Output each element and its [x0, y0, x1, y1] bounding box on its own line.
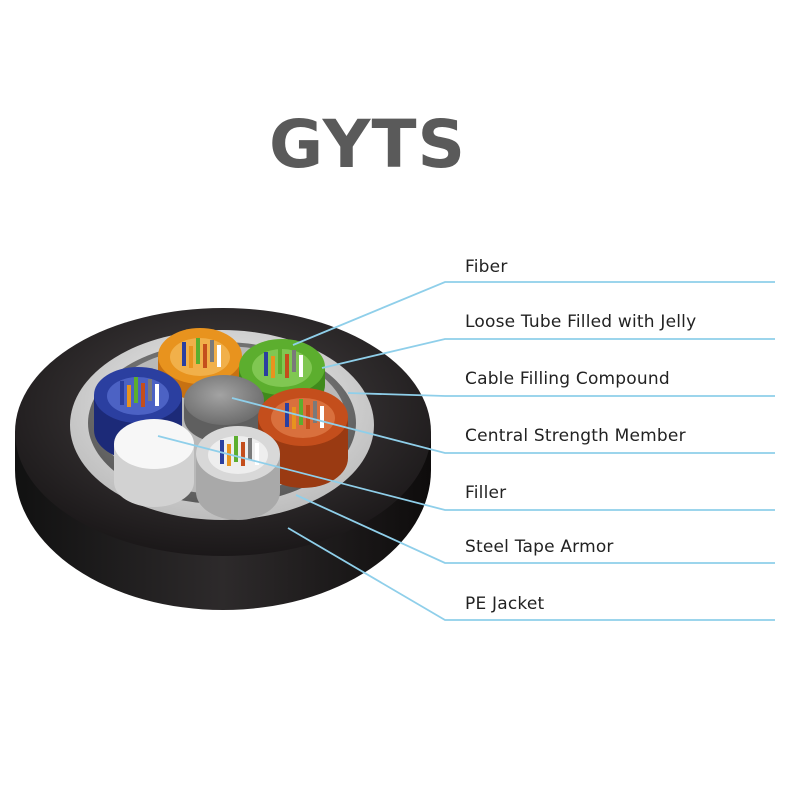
- leader-line-cable-filling-compound: [347, 392, 775, 397]
- label-central-strength-member: Central Strength Member: [465, 426, 686, 446]
- filler: [114, 419, 194, 507]
- fiber-bundle: [120, 377, 159, 407]
- leader-line-steel-tape-armor: [295, 494, 775, 564]
- loose-tube-green: [239, 339, 325, 413]
- loose-tube-white: [196, 426, 280, 520]
- leader-line-fiber: [292, 281, 775, 346]
- leader-line-central-strength-member: [231, 397, 775, 454]
- leader-line-filler: [157, 435, 775, 511]
- label-pe-jacket: PE Jacket: [465, 594, 545, 614]
- label-fiber: Fiber: [465, 257, 508, 277]
- diagram-title: GYTS: [268, 106, 467, 183]
- label-filler: Filler: [465, 483, 507, 503]
- fiber-bundle: [264, 348, 303, 378]
- label-cable-filling-compound: Cable Filling Compound: [465, 369, 670, 389]
- leader-line-pe-jacket: [287, 527, 775, 621]
- leader-line-loose-tube: [321, 338, 775, 369]
- label-loose-tube: Loose Tube Filled with Jelly: [465, 312, 697, 332]
- fiber-bundle: [182, 338, 221, 368]
- label-steel-tape-armor: Steel Tape Armor: [465, 537, 614, 557]
